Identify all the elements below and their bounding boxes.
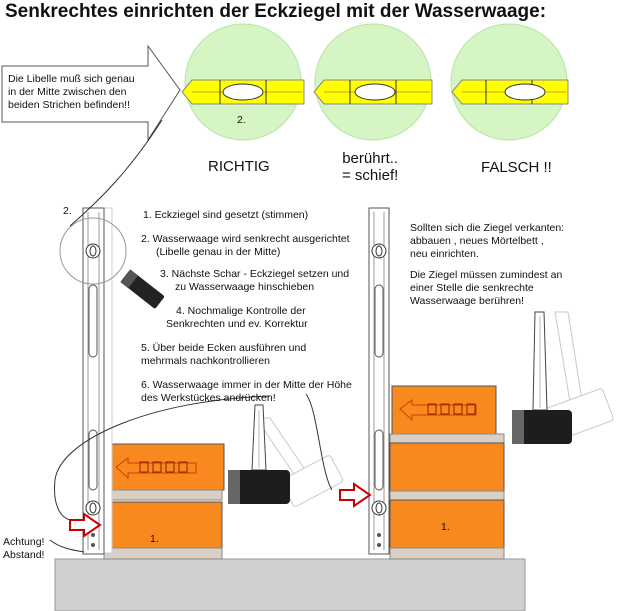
brick-lower-left — [103, 501, 223, 549]
brick-number-left: 1. — [150, 533, 159, 545]
step-1: 1. Eckziegel sind gesetzt (stimmen) — [143, 209, 309, 221]
brick-number-right: 1. — [441, 521, 450, 533]
verdict-touching-line-2: = schief! — [342, 167, 399, 184]
connector-warning — [49, 539, 85, 553]
step-6-line-1: 6. Wasserwaage immer in der Mitte der Hö… — [141, 379, 352, 391]
right-note-line-6: Wasserwaage berühren! — [410, 295, 525, 307]
callout-line-1: Die Libelle muß sich genau — [8, 73, 135, 85]
verdict-wrong: FALSCH !! — [481, 159, 552, 176]
step-3-line-2: zu Wasserwaage hinschieben — [175, 281, 315, 293]
mortar-right-middle — [389, 490, 505, 501]
step-3-line-1: 3. Nächste Schar - Eckziegel setzen und — [160, 268, 350, 280]
bubble-circle-wrong — [450, 23, 569, 141]
callout-box — [1, 44, 181, 142]
spirit-level-right — [368, 207, 390, 555]
right-note-line-1: Sollten sich die Ziegel verkanten: — [410, 222, 565, 234]
step-2-line-2: (Libelle genau in der Mitte) — [156, 246, 281, 258]
step-5-line-1: 5. Über beide Ecken ausführen und — [141, 342, 307, 354]
push-arrow-right — [339, 482, 372, 508]
hammer-head-small-left — [120, 269, 165, 309]
mortar-left-bottom — [103, 547, 223, 560]
connector-step6-to-left-arrow — [54, 395, 271, 521]
brick-arrow-right — [399, 399, 477, 422]
spirit-level-left — [82, 207, 113, 555]
mortar-left-middle — [103, 489, 223, 501]
bubble-circle-touching — [313, 23, 433, 141]
brick-arrow-left — [115, 457, 197, 480]
page-title: Senkrechtes einrichten der Eckziegel mit… — [5, 1, 547, 22]
detail-circle — [59, 217, 127, 285]
callout-line-3: beiden Strichen befinden!! — [8, 99, 131, 111]
callout-text: Die Libelle muß sich genau in der Mitte … — [8, 73, 135, 112]
connector-callout-to-detail — [69, 119, 163, 227]
detail-number-label: 2. — [63, 205, 72, 217]
mortar-right-bottom — [389, 547, 505, 560]
warning-text: Achtung! Abstand! — [3, 536, 44, 562]
right-note-line-4: Die Ziegel müssen zumindest an — [410, 269, 563, 281]
bubble-circle-correct — [181, 23, 305, 141]
warning-line-2: Abstand! — [3, 549, 45, 561]
brick-tilted-right — [391, 385, 497, 435]
hammer-left — [228, 404, 290, 504]
step-4-line-1: 4. Nochmalige Kontrolle der — [176, 305, 306, 317]
right-note-line-3: neu einrichten. — [410, 248, 479, 260]
brick-upper-left — [105, 443, 225, 491]
ground-slab — [54, 558, 526, 611]
circle-number-label: 2. — [237, 114, 246, 126]
right-note: Sollten sich die Ziegel verkanten: abbau… — [410, 222, 564, 308]
verdict-touching: berührt.. = schief! — [342, 150, 398, 184]
connector-step6-to-arrow — [305, 393, 333, 491]
right-note-line-2: abbauen , neues Mörtelbett , — [410, 235, 544, 247]
verdict-touching-line-1: berührt.. — [342, 150, 399, 167]
step-2-line-1: 2. Wasserwaage wird senkrecht ausgericht… — [141, 233, 350, 245]
hammer-right — [512, 311, 572, 444]
callout-line-2: in der Mitte zwischen den — [8, 86, 127, 98]
step-4-line-2: Senkrechten und ev. Korrektur — [166, 318, 308, 330]
hammer-left-ghost — [255, 417, 344, 507]
brick-middle-right — [389, 442, 505, 492]
warning-line-1: Achtung! — [3, 536, 45, 548]
brick-lower-right — [389, 499, 505, 549]
right-note-line-5: einer Stelle die senkrechte — [410, 282, 534, 294]
step-6-line-2: des Werkstückes andrücken! — [141, 392, 276, 404]
mortar-right-top — [389, 433, 505, 444]
step-5-line-2: mehrmals nachkontrollieren — [141, 355, 270, 367]
push-arrow-left — [69, 512, 102, 538]
verdict-correct: RICHTIG — [208, 158, 270, 175]
